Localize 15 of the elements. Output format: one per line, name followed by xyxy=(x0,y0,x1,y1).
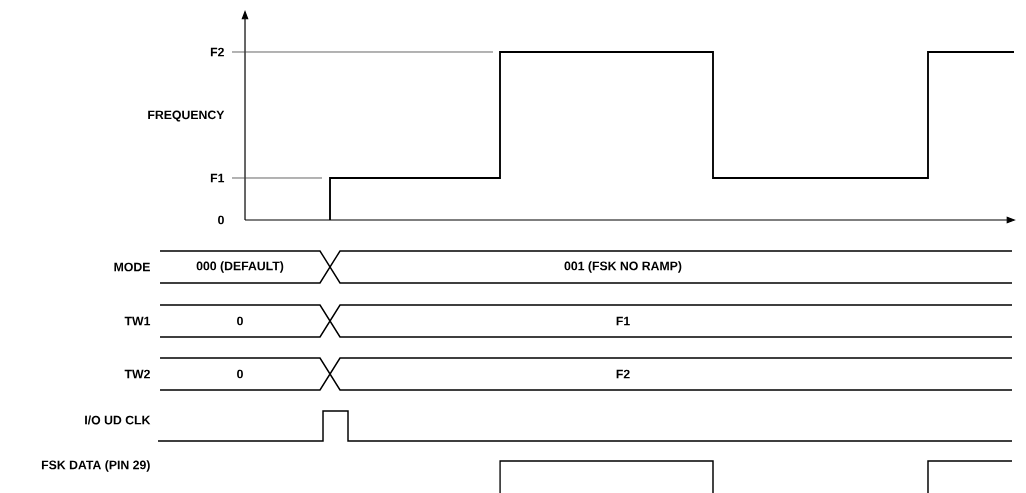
signal-label: FSK DATA (PIN 29) xyxy=(41,460,150,472)
signal-label: TW2 xyxy=(124,369,150,379)
signal-label: TW1 xyxy=(124,316,151,326)
axis-label: 0 xyxy=(218,215,224,225)
axis-label: F1 xyxy=(210,173,225,183)
axis-label: FREQUENCY xyxy=(148,110,225,122)
bus-value: 000 (DEFAULT) xyxy=(196,261,284,273)
bus-value: 0 xyxy=(237,369,243,379)
bus-value: F1 xyxy=(616,316,630,326)
bus-value: 0 xyxy=(237,316,243,326)
bus-value: F2 xyxy=(616,369,630,379)
bus-value: 001 (FSK NO RAMP) xyxy=(564,261,682,273)
signal-label: MODE xyxy=(114,262,150,272)
axis-label: F2 xyxy=(210,47,224,57)
signal-label: I/O UD CLK xyxy=(85,415,151,425)
